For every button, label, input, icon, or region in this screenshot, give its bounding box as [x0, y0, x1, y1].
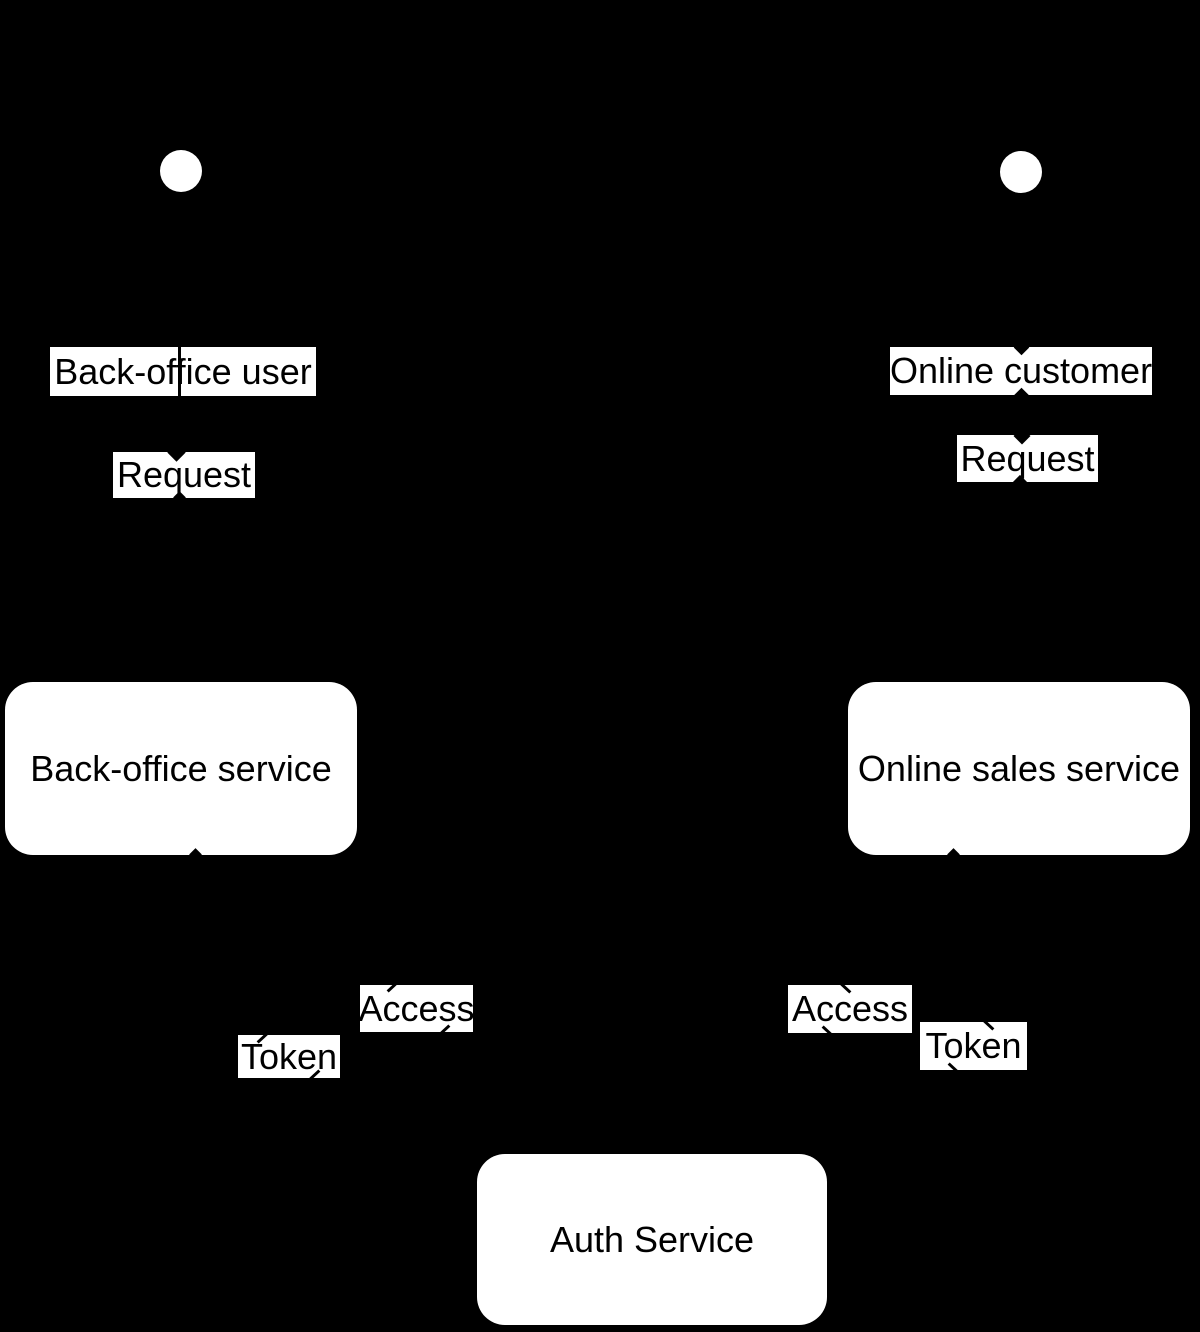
- access-label-left: Access: [358, 985, 475, 1032]
- token-label-left-text: Token: [240, 1035, 338, 1077]
- request-label-left-text: Request: [116, 454, 252, 495]
- back-office-service-node: Back-office service: [5, 682, 357, 855]
- back-office-user-label: Back-office user: [50, 347, 316, 396]
- online-sales-service-node: Online sales service: [848, 682, 1190, 855]
- token-label-right: Token: [920, 1022, 1027, 1070]
- back-office-service-node-text: Back-office service: [30, 747, 332, 789]
- online-customer-actor-head-icon: [1000, 151, 1042, 193]
- back-office-user-label-text: Back-office user: [54, 350, 312, 392]
- token-label-right-text: Token: [925, 1025, 1022, 1066]
- access-label-left-text: Access: [358, 987, 475, 1029]
- online-sales-service-node-text: Online sales service: [857, 747, 1181, 789]
- online-customer-label-text: Online customer: [889, 350, 1153, 391]
- access-label-right: Access: [788, 985, 912, 1033]
- actor-body-line-fragment-left: [178, 347, 181, 396]
- back-office-user-actor-head-icon: [160, 150, 202, 192]
- request-label-left: Request: [113, 452, 255, 498]
- access-label-right-text: Access: [791, 988, 909, 1029]
- request-label-right-text: Request: [960, 437, 1095, 479]
- request-label-right: Request: [957, 435, 1098, 482]
- auth-service-node-text: Auth Service: [549, 1218, 755, 1260]
- auth-service-node: Auth Service: [477, 1154, 827, 1325]
- token-label-left: Token: [238, 1035, 340, 1078]
